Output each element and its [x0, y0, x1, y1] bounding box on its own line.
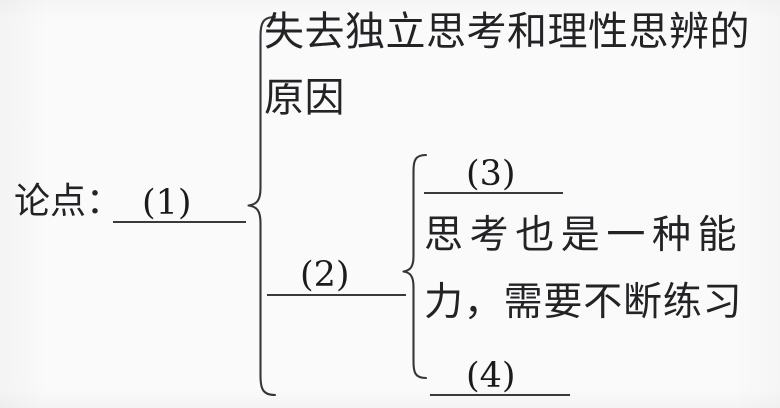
branch-2-line-2: 力，需要不断练习: [424, 280, 743, 325]
outer-curly-brace: [247, 15, 277, 397]
branch-1-line-1: 失去独立思考和理性思辨的: [264, 9, 750, 55]
blank-4-text[interactable]: (4): [466, 356, 516, 396]
blank-3-rule: [424, 192, 563, 194]
argument-label: 论点：: [14, 181, 123, 222]
blank-4-rule: [430, 394, 570, 396]
branch-1-line-2: 原因: [264, 75, 345, 121]
blank-3-text[interactable]: (3): [466, 154, 516, 194]
branch-2-line-1: 思考也是一种能: [424, 213, 744, 258]
blank-2-text[interactable]: (2): [300, 255, 350, 295]
blank-1-text[interactable]: (1): [142, 183, 192, 223]
inner-curly-brace: [402, 153, 428, 380]
blank-2-rule: [267, 294, 406, 296]
blank-1-rule: [113, 221, 246, 223]
